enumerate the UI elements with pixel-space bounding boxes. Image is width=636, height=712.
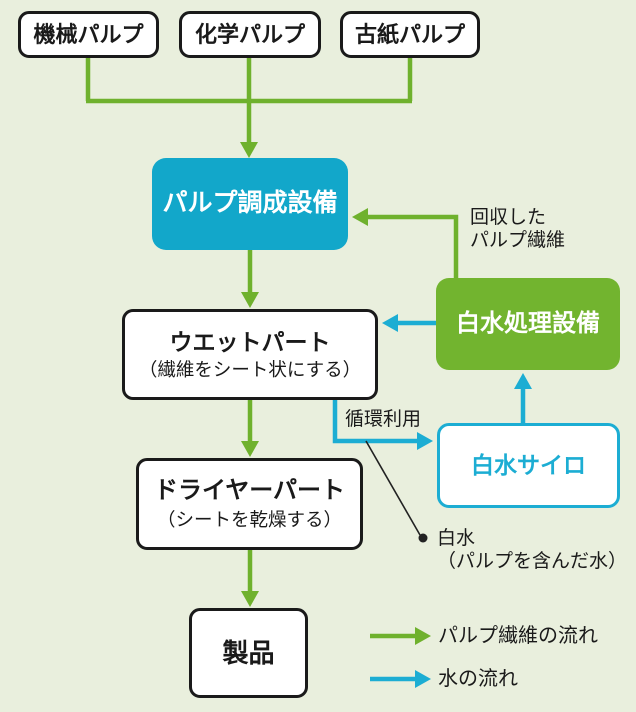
white-water-annotation: 白水 （パルプを含んだ水） bbox=[437, 527, 627, 573]
legend-water-arrowhead bbox=[415, 670, 431, 688]
circulation-elbow bbox=[332, 400, 418, 444]
recovered-fiber-line1: 回収した bbox=[470, 207, 547, 228]
node-pulp-preparation: パルプ調成設備 bbox=[152, 158, 348, 250]
legend-water-flow-label: 水の流れ bbox=[438, 668, 518, 690]
node-chemical-pulp: 化学パルプ bbox=[179, 11, 321, 58]
recovered-fiber-annotation: 回収した パルプ繊維 bbox=[470, 206, 565, 252]
recovered-fiber-elbow bbox=[368, 214, 459, 278]
white-water-line1: 白水 bbox=[437, 528, 476, 549]
node-dryer-part-title: ドライヤーパート bbox=[153, 477, 346, 505]
node-white-water-silo-label: 白水サイロ bbox=[471, 452, 586, 479]
circulation-annotation: 循環利用 bbox=[345, 409, 422, 430]
node-wet-part-subtitle: （繊維をシート状にする） bbox=[138, 359, 362, 381]
node-dryer-part: ドライヤーパート （シートを乾燥する） bbox=[136, 458, 363, 550]
legend-pulp-flow-label: パルプ繊維の流れ bbox=[438, 625, 598, 647]
arrowhead-into-product bbox=[241, 591, 259, 607]
arrowhead-recovered-fiber bbox=[352, 208, 368, 226]
node-recycled-pulp: 古紙パルプ bbox=[340, 11, 480, 58]
node-chemical-pulp-label: 化学パルプ bbox=[194, 21, 305, 47]
node-product: 製品 bbox=[189, 608, 308, 698]
white-water-line2: （パルプを含んだ水） bbox=[437, 551, 628, 572]
pulp-flow-arrowheads bbox=[240, 142, 431, 645]
arrowhead-into-dryer bbox=[241, 441, 259, 457]
node-white-water-treatment-label: 白水処理設備 bbox=[456, 310, 600, 337]
node-mechanical-pulp: 機械パルプ bbox=[18, 11, 159, 58]
node-white-water-treatment: 白水処理設備 bbox=[436, 278, 620, 370]
node-white-water-silo: 白水サイロ bbox=[437, 423, 620, 508]
node-wet-part-title: ウエットパート bbox=[169, 328, 331, 355]
node-dryer-part-subtitle: （シートを乾燥する） bbox=[156, 509, 342, 531]
top-merge-connector bbox=[85, 57, 413, 104]
arrowhead-into-treatment bbox=[514, 373, 532, 389]
node-recycled-pulp-label: 古紙パルプ bbox=[354, 21, 465, 47]
legend-pulp-arrowhead bbox=[415, 627, 431, 645]
node-product-label: 製品 bbox=[222, 637, 275, 668]
white-water-leader-dot bbox=[418, 533, 428, 543]
node-mechanical-pulp-label: 機械パルプ bbox=[33, 21, 144, 47]
node-wet-part: ウエットパート （繊維をシート状にする） bbox=[122, 309, 378, 400]
arrowhead-into-wet bbox=[241, 292, 259, 308]
arrowhead-into-wet-water bbox=[382, 314, 398, 332]
white-water-leader-line bbox=[365, 440, 421, 536]
water-flow-arrowheads bbox=[382, 314, 532, 688]
node-pulp-preparation-label: パルプ調成設備 bbox=[162, 189, 338, 218]
recovered-fiber-line2: パルプ繊維 bbox=[470, 230, 566, 251]
arrowhead-into-preparation bbox=[240, 142, 258, 158]
pulp-flow-lines bbox=[85, 57, 459, 639]
water-flow-lines bbox=[332, 320, 526, 682]
arrowhead-into-silo bbox=[417, 432, 433, 450]
